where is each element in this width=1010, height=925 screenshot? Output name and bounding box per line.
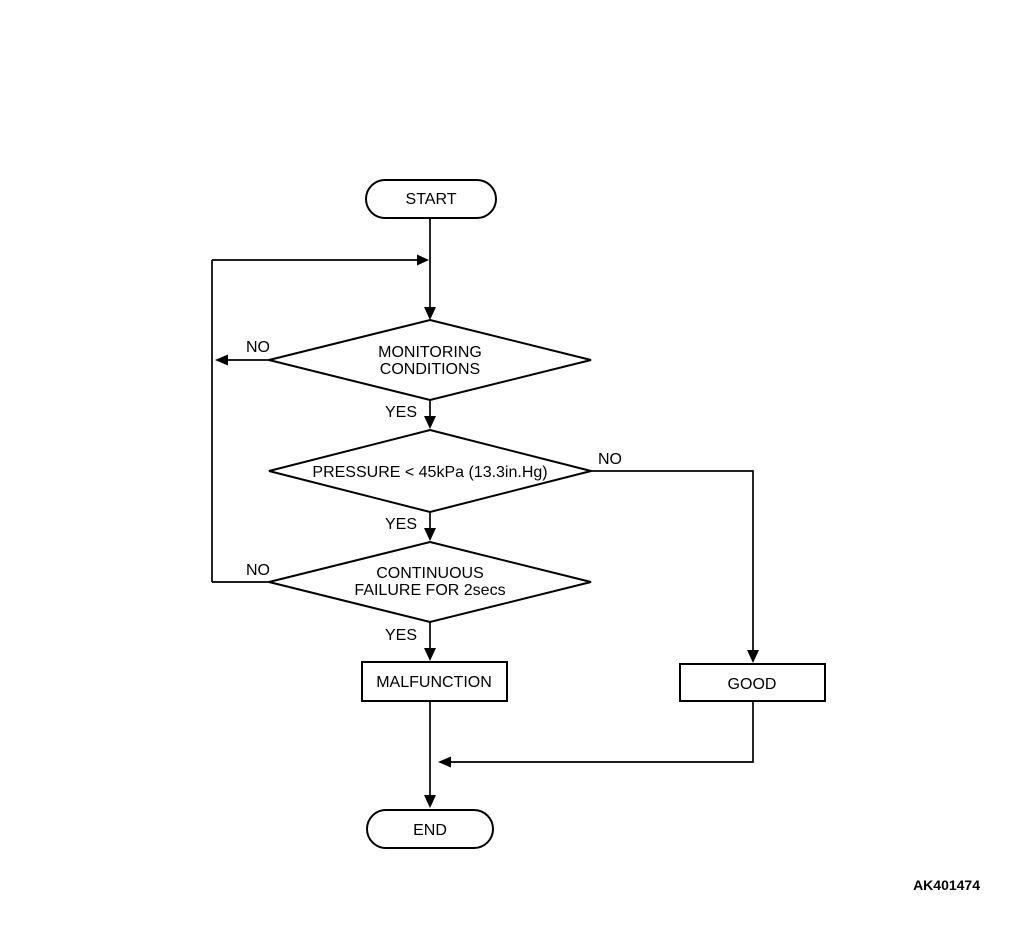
node-continuous-failure: [268, 540, 592, 624]
node-start-label: START: [406, 191, 457, 208]
edge-label-pressure-yes: YES: [385, 516, 417, 533]
node-good-label: GOOD: [728, 676, 777, 693]
node-start: [365, 179, 497, 219]
edge-label-monitoring-yes: YES: [385, 404, 417, 421]
arrowhead-into-monitoring: [424, 307, 436, 320]
node-pressure-label: PRESSURE < 45kPa (13.3in.Hg): [312, 464, 547, 481]
node-malfunction: [361, 661, 508, 702]
node-malfunction-label: MALFUNCTION: [376, 674, 492, 691]
arrowhead-into-continuous: [424, 528, 436, 541]
edge-label-continuous-yes: YES: [385, 627, 417, 644]
node-monitoring-conditions: [268, 318, 592, 402]
node-good: [679, 663, 826, 702]
arrowhead-into-end: [424, 795, 436, 808]
edge-good-to-merge: [451, 701, 754, 763]
node-end: [366, 809, 494, 849]
arrowhead-into-malfunction: [424, 648, 436, 661]
edge-label-continuous-no: NO: [246, 562, 270, 579]
node-end-label: END: [413, 822, 447, 839]
arrowhead-monitoring-no: [215, 354, 228, 366]
edge-label-monitoring-no: NO: [246, 339, 270, 356]
node-monitoring-label-line2: CONDITIONS: [380, 361, 480, 378]
node-pressure-check: [268, 428, 592, 514]
arrowhead-into-pressure: [424, 416, 436, 429]
arrowhead-merge: [438, 756, 451, 768]
figure-id: AK401474: [913, 877, 980, 893]
node-monitoring-label-line1: MONITORING: [378, 344, 482, 361]
node-continuous-label-line1: CONTINUOUS: [376, 565, 484, 582]
edge-label-pressure-no: NO: [598, 451, 622, 468]
arrowhead-into-good: [747, 650, 759, 663]
arrowhead-loop-reentry: [417, 254, 429, 266]
node-continuous-label-line2: FAILURE FOR 2secs: [354, 582, 505, 599]
edge-pressure-no: [591, 470, 754, 650]
